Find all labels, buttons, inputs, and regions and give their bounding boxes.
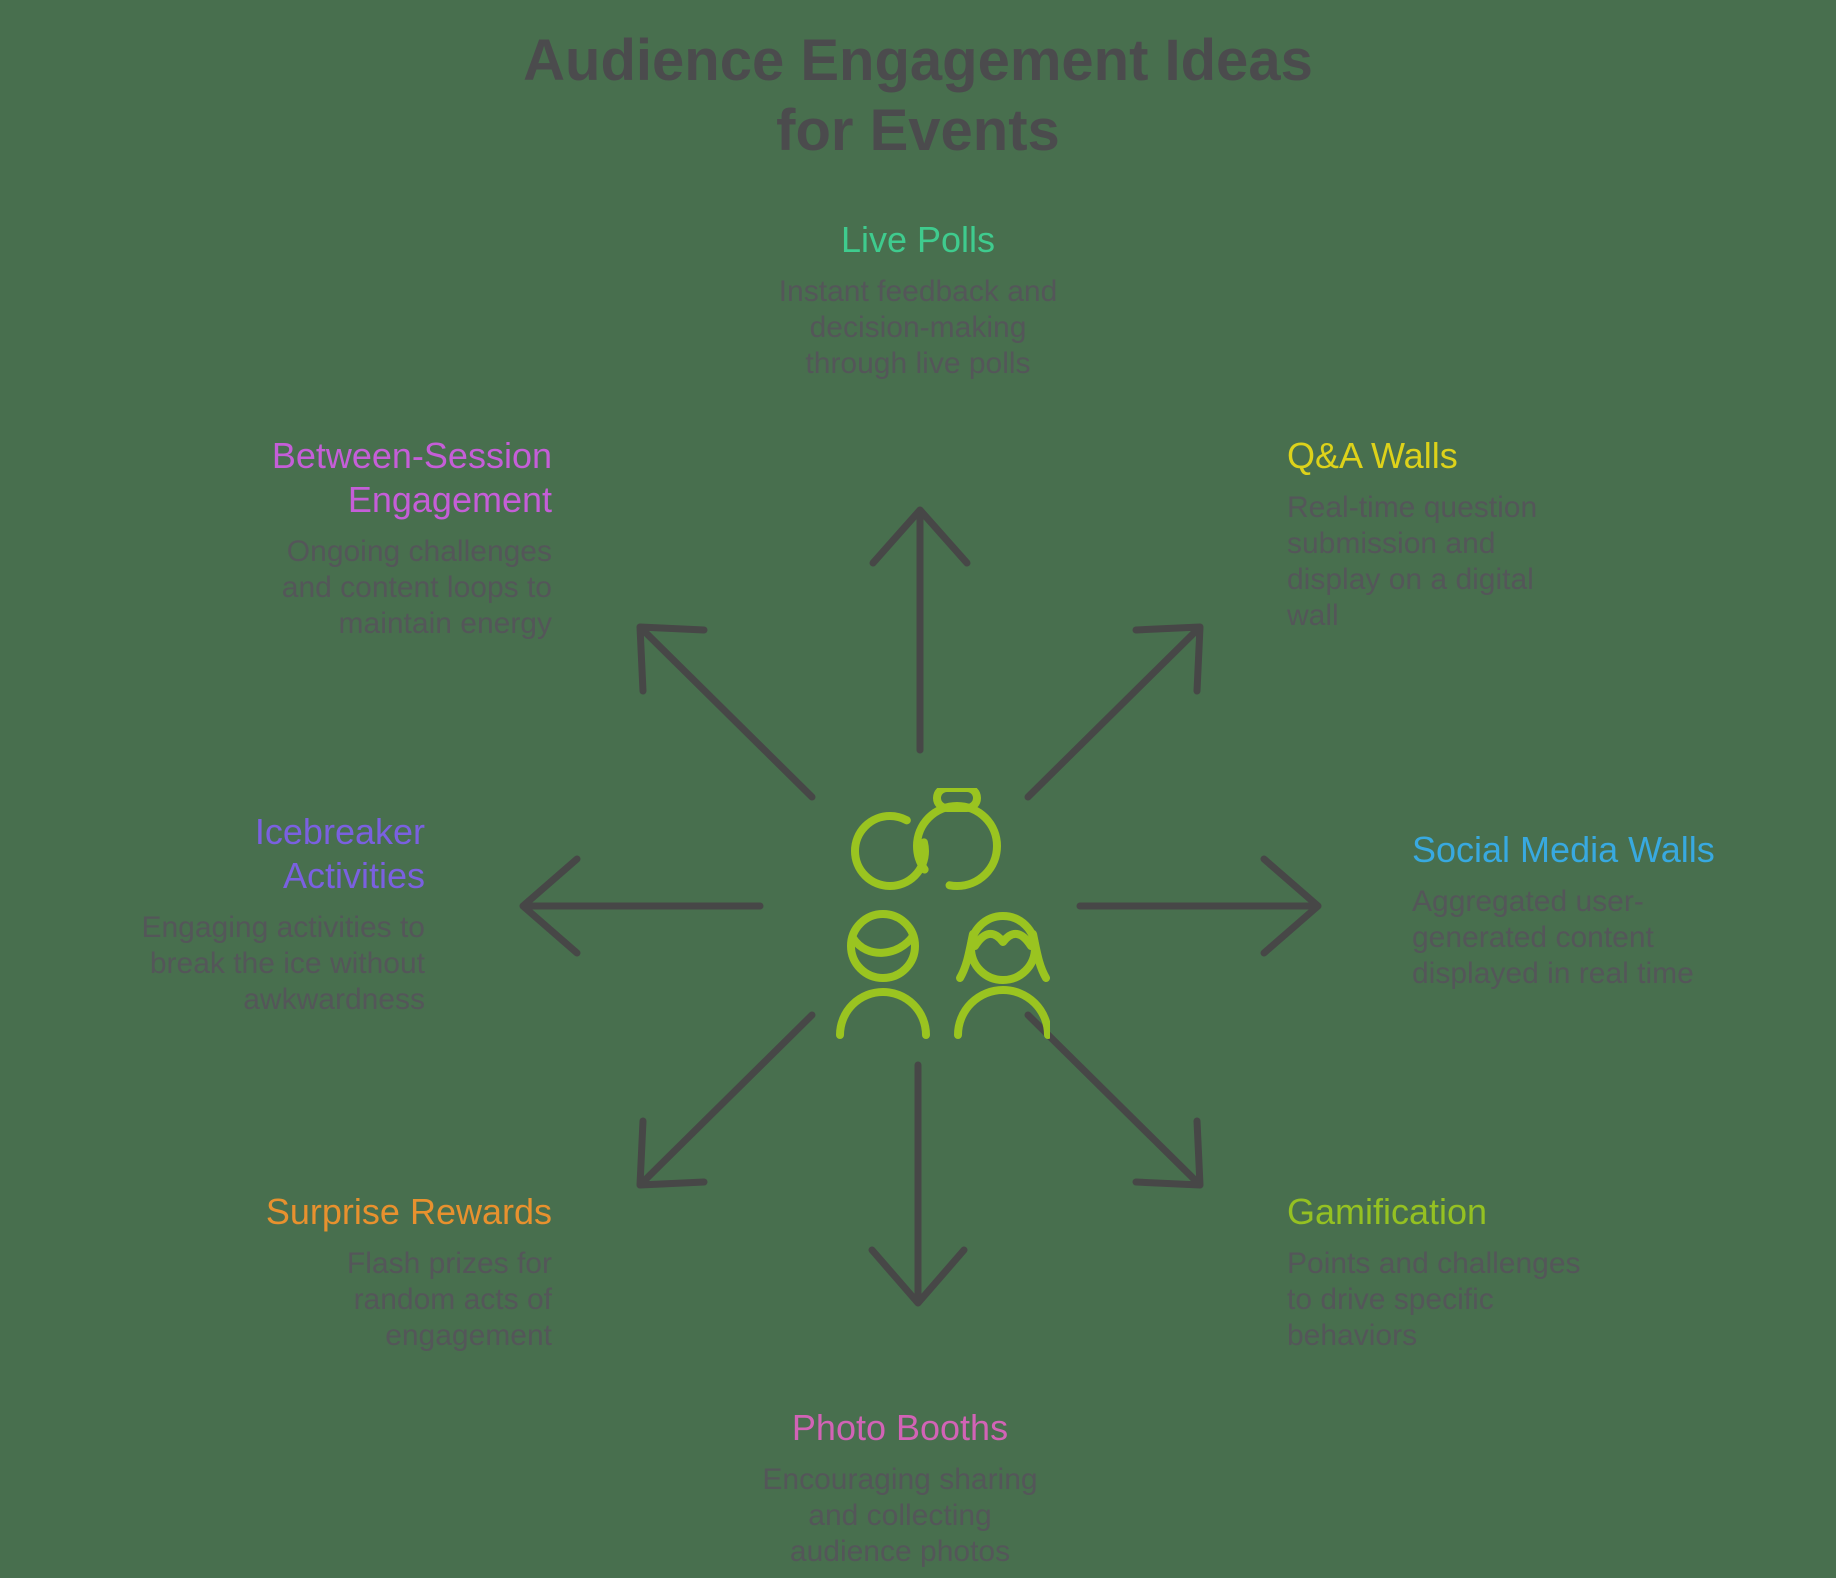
node-icebreaker-activities-title: Icebreaker Activities: [254, 811, 425, 896]
person-female-shoulders: [954, 986, 1050, 1039]
node-surprise-rewards-description: Flash prizes for random acts of engageme…: [346, 1247, 552, 1352]
node-between-session-engagement-title: Between-Session Engagement: [271, 435, 552, 520]
node-between-session-engagement-description: Ongoing challenges and content loops to …: [281, 535, 552, 640]
arrow-down-right: [1024, 1011, 1204, 1189]
linked-ring-right: [913, 802, 1001, 890]
node-social-media-walls: Social Media Walls Aggregated user- gene…: [1412, 828, 1782, 992]
node-surprise-rewards-title: Surprise Rewards: [265, 1191, 552, 1232]
node-gamification: Gamification Points and challenges to dr…: [1287, 1190, 1657, 1354]
person-female-head: [967, 912, 1039, 984]
person-female-hair: [971, 930, 1035, 950]
node-live-polls-title: Live Polls: [840, 219, 996, 260]
node-icebreaker-activities: Icebreaker Activities Engaging activitie…: [95, 810, 425, 1018]
arrow-right: [1076, 855, 1322, 957]
person-male-hair: [849, 932, 917, 957]
person-male-shoulders: [836, 988, 930, 1039]
node-photo-booths: Photo Booths Encouraging sharing and col…: [700, 1406, 1100, 1570]
node-live-polls-description: Instant feedback and decision-making thr…: [778, 275, 1058, 380]
node-qa-walls-description: Real-time question submission and displa…: [1287, 491, 1538, 632]
people-partnership-icon: [836, 788, 1050, 1039]
node-qa-walls: Q&A Walls Real-time question submission …: [1287, 434, 1617, 634]
person-male-head: [847, 910, 919, 982]
arrow-up-left: [636, 623, 816, 801]
arrow-left: [519, 855, 764, 957]
arrow-up-right: [1024, 623, 1204, 801]
ring-tab: [933, 788, 981, 812]
node-social-media-walls-description: Aggregated user- generated content displ…: [1412, 885, 1694, 990]
arrow-down: [868, 1061, 968, 1307]
node-photo-booths-description: Encouraging sharing and collecting audie…: [762, 1463, 1038, 1568]
arrow-up: [869, 506, 971, 754]
node-icebreaker-activities-description: Engaging activities to break the ice wit…: [141, 911, 425, 1016]
node-social-media-walls-title: Social Media Walls: [1412, 829, 1715, 870]
node-surprise-rewards: Surprise Rewards Flash prizes for random…: [252, 1190, 552, 1354]
page-title: Audience Engagement Ideas for Events: [523, 28, 1313, 163]
node-photo-booths-title: Photo Booths: [791, 1407, 1009, 1448]
person-female-hair-right: [1029, 930, 1050, 982]
node-between-session-engagement: Between-Session Engagement Ongoing chall…: [252, 434, 552, 642]
node-live-polls: Live Polls Instant feedback and decision…: [718, 218, 1118, 382]
node-qa-walls-title: Q&A Walls: [1287, 435, 1458, 476]
linked-ring-left: [851, 812, 929, 890]
node-gamification-description: Points and challenges to drive specific …: [1287, 1247, 1581, 1352]
node-gamification-title: Gamification: [1287, 1191, 1488, 1232]
arrow-down-left: [636, 1011, 816, 1189]
person-female-hair-left: [956, 930, 977, 982]
